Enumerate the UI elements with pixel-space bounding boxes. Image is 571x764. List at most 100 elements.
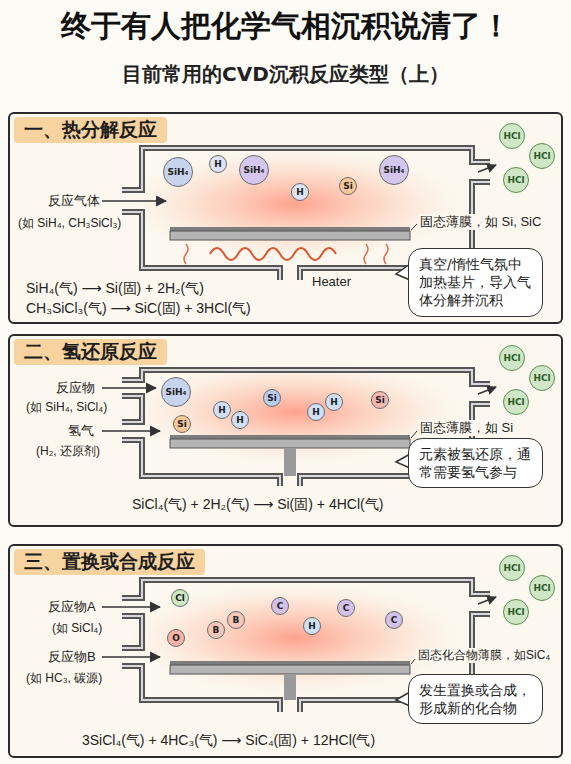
molecule-circle: Si bbox=[173, 415, 191, 433]
molecule-formula: Si bbox=[177, 420, 187, 429]
molecule-formula: B bbox=[233, 616, 240, 625]
molecule-formula: Si bbox=[375, 396, 385, 405]
gas-inlet-arrow bbox=[102, 430, 160, 432]
film-label: 固态化合物薄膜，如SiC₄ bbox=[416, 648, 552, 663]
callout-text: 元素被氢还原，通常需要氢气参与 bbox=[419, 445, 532, 481]
film-label: 固态薄膜，如 Si bbox=[418, 420, 515, 436]
leader-line bbox=[411, 431, 417, 438]
gas-inlet-arrow bbox=[102, 656, 160, 658]
gas-note: (H₂, 还原剂) bbox=[34, 444, 102, 459]
molecule-circle: H bbox=[325, 393, 343, 411]
molecule-formula: HCl bbox=[533, 374, 550, 383]
panel-ground bbox=[8, 112, 563, 324]
molecule-formula: Si bbox=[343, 182, 353, 191]
molecule-circle: H bbox=[291, 183, 309, 201]
molecule-circle: C bbox=[385, 611, 403, 629]
molecule-formula: H bbox=[214, 160, 222, 169]
molecule-formula: HCl bbox=[507, 176, 524, 185]
molecule-circle: Si bbox=[263, 389, 281, 407]
reaction-equation: 3SiCl₄(气) + 4HC₃(气) ⟶ SiC₄(固) + 12HCl(气) bbox=[80, 732, 377, 750]
molecule-formula: Si bbox=[267, 394, 277, 403]
molecule-formula: HCl bbox=[503, 564, 520, 573]
molecule-formula: SiH₄ bbox=[165, 388, 186, 397]
molecule-circle: SiH₄ bbox=[239, 155, 269, 185]
callout-text: 发生置换或合成，形成新的化合物 bbox=[419, 681, 532, 717]
callout-bubble: 真空/惰性气氛中加热基片，导入气体分解并沉积 bbox=[408, 248, 543, 317]
molecule-formula: C bbox=[343, 604, 350, 613]
exhaust-arrow bbox=[478, 165, 496, 172]
substrate bbox=[170, 439, 410, 448]
deposited-film bbox=[170, 227, 410, 231]
molecule-circle: H bbox=[213, 401, 231, 419]
panel-ground bbox=[8, 334, 563, 527]
byproduct-molecule: HCl bbox=[503, 167, 529, 193]
gas-label: 反应物 bbox=[54, 380, 97, 396]
byproduct-molecule: HCl bbox=[529, 143, 555, 169]
molecule-formula: H bbox=[308, 622, 316, 631]
panel-ground bbox=[8, 544, 563, 758]
molecule-circle: Si bbox=[371, 391, 389, 409]
molecule-formula: HCl bbox=[533, 584, 550, 593]
byproduct-molecule: HCl bbox=[529, 575, 555, 601]
molecule-formula: H bbox=[218, 406, 226, 415]
molecule-circle: H bbox=[231, 411, 249, 429]
molecule-circle: B bbox=[207, 621, 225, 639]
pedestal bbox=[284, 448, 296, 476]
gas-inlet-arrow bbox=[102, 387, 156, 389]
leader-line bbox=[411, 224, 417, 230]
molecule-circle: H bbox=[209, 155, 227, 173]
molecule-circle: H bbox=[303, 617, 321, 635]
panel-heading: 一、热分解反应 bbox=[14, 117, 167, 143]
molecule-circle: Si bbox=[339, 177, 357, 195]
molecule-circle: SiH₄ bbox=[163, 157, 193, 187]
byproduct-molecule: HCl bbox=[499, 345, 525, 371]
heater-label: Heater bbox=[310, 274, 353, 290]
subtitle: 目前常用的CVD沉积反应类型（上） bbox=[0, 62, 571, 87]
reaction-equation: SiH₄(气) ⟶ Si(固) + 2H₂(气) bbox=[24, 280, 206, 298]
exhaust-arrow bbox=[478, 387, 496, 394]
byproduct-molecule: HCl bbox=[499, 123, 525, 149]
molecule-circle: O bbox=[167, 629, 185, 647]
molecule-formula: B bbox=[213, 626, 220, 635]
molecule-circle: C bbox=[337, 599, 355, 617]
molecule-formula: H bbox=[236, 416, 244, 425]
molecule-formula: Cl bbox=[175, 594, 185, 603]
molecule-formula: HCl bbox=[533, 152, 550, 161]
callout-bubble: 元素被氢还原，通常需要氢气参与 bbox=[408, 438, 543, 488]
reaction-equation: SiCl₄(气) + 2H₂(气) ⟶ Si(固) + 4HCl(气) bbox=[130, 496, 385, 514]
byproduct-molecule: HCl bbox=[499, 555, 525, 581]
page-title: 终于有人把化学气相沉积说清了！ bbox=[0, 8, 571, 44]
molecule-formula: HCl bbox=[503, 354, 520, 363]
molecule-formula: HCl bbox=[503, 132, 520, 141]
gas-note: (如 SiH₄, SiCl₄) bbox=[24, 400, 109, 415]
molecule-formula: C bbox=[391, 616, 398, 625]
heat-glow bbox=[130, 149, 460, 259]
molecule-formula: SiH₄ bbox=[167, 168, 188, 177]
molecule-formula: H bbox=[296, 188, 304, 197]
gas-inlet-arrow bbox=[102, 200, 166, 202]
deposited-film bbox=[170, 435, 410, 439]
gas-label: 反应物B bbox=[46, 649, 98, 665]
deposited-film bbox=[170, 661, 410, 665]
film-label: 固态薄膜，如 Si, SiC bbox=[418, 214, 543, 230]
reaction-panel: 二、氢还原反应SiH₄SiHHSiHHSiHClHClHCl元素被氢还原，通常需… bbox=[8, 334, 563, 527]
molecule-formula: C bbox=[277, 602, 284, 611]
byproduct-molecule: HCl bbox=[529, 365, 555, 391]
gas-note: (如 SiCl₄) bbox=[50, 621, 104, 636]
gas-note: (如 SiH₄, CH₃SiCl₃) bbox=[16, 216, 123, 231]
byproduct-molecule: HCl bbox=[503, 389, 529, 415]
pedestal bbox=[284, 674, 296, 700]
molecule-circle: H bbox=[307, 403, 325, 421]
exhaust-arrow bbox=[478, 597, 496, 604]
molecule-circle: SiH₄ bbox=[161, 377, 191, 407]
heat-wave bbox=[184, 244, 388, 264]
gas-label: 反应物A bbox=[46, 599, 98, 615]
reaction-panel: 三、置换或合成反应ClOBBCHCCHClHClHCl发生置换或合成，形成新的化… bbox=[8, 544, 563, 758]
molecule-formula: HCl bbox=[507, 398, 524, 407]
callout-bubble: 发生置换或合成，形成新的化合物 bbox=[408, 674, 543, 724]
molecule-formula: SiH₄ bbox=[383, 166, 404, 175]
molecule-circle: Cl bbox=[171, 589, 189, 607]
gas-note: (如 HC₃, 碳源) bbox=[24, 671, 104, 686]
reaction-panel: 一、热分解反应SiH₄HSiH₄HSiSiH₄HClHClHCl真空/惰性气氛中… bbox=[8, 112, 563, 324]
